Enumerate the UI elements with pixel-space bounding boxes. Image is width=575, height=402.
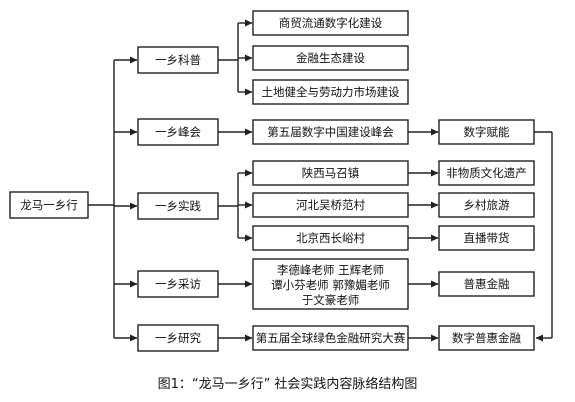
node-yj2: 数字普惠金融	[438, 325, 535, 351]
teacher-line-2: 谭小芬老师 郭豫媚老师	[271, 278, 390, 292]
node-label: 北京西长峪村	[296, 231, 365, 245]
branch-label: 一乡研究	[155, 331, 201, 345]
node-sj2o: 乡村旅游	[438, 192, 535, 218]
node-kp2: 金融生态建设	[252, 45, 409, 71]
branch-fh: 一乡峰会	[137, 118, 219, 146]
node-label: 普惠金融	[464, 277, 510, 291]
node-sj3o: 直播带货	[438, 225, 535, 251]
node-label: 数字普惠金融	[452, 331, 521, 345]
node-label: 第五届数字中国建设峰会	[267, 125, 394, 139]
teacher-line-3: 于文豪老师	[302, 293, 360, 307]
node-label: 土地健全与劳动力市场建设	[262, 85, 400, 99]
node-sj3: 北京西长峪村	[252, 225, 409, 251]
branch-cf: 一乡采访	[137, 270, 219, 298]
node-fh1: 第五届数字中国建设峰会	[252, 119, 409, 145]
branch-label: 一乡峰会	[155, 125, 201, 139]
node-cfo: 普惠金融	[438, 271, 535, 297]
branch-kp: 一乡科普	[137, 46, 219, 74]
node-label: 第五届全球绿色金融研究大赛	[256, 331, 406, 345]
node-label: 金融生态建设	[296, 51, 365, 65]
branch-sj: 一乡实践	[137, 192, 219, 220]
node-label: 数字赋能	[464, 125, 510, 139]
node-cf-teachers: 李德峰老师 王辉老师 谭小芬老师 郭豫媚老师 于文豪老师	[252, 258, 409, 310]
node-label: 河北吴桥范村	[296, 198, 365, 212]
node-yj1: 第五届全球绿色金融研究大赛	[252, 325, 409, 351]
node-label: 陕西马召镇	[302, 166, 360, 180]
node-fh2: 数字赋能	[438, 119, 535, 145]
node-sj2: 河北吴桥范村	[252, 192, 409, 218]
node-label: 直播带货	[464, 231, 510, 245]
node-label: 乡村旅游	[464, 198, 510, 212]
root-node: 龙马一乡行	[9, 191, 89, 219]
branch-label: 一乡科普	[155, 53, 201, 67]
node-kp1: 商贸流通数字化建设	[252, 10, 409, 36]
figure-caption: 图1：“龙马一乡行” 社会实践内容脉络结构图	[158, 376, 418, 392]
node-sj1o: 非物质文化遗产	[438, 160, 535, 186]
branch-yj: 一乡研究	[137, 324, 219, 352]
node-sj1: 陕西马召镇	[252, 160, 409, 186]
branch-label: 一乡实践	[155, 199, 201, 213]
connectors	[88, 19, 553, 342]
branch-label: 一乡采访	[155, 277, 201, 291]
root-label: 龙马一乡行	[20, 198, 78, 212]
node-label: 非物质文化遗产	[446, 166, 527, 180]
teacher-line-1: 李德峰老师 王辉老师	[277, 263, 384, 277]
node-kp3: 土地健全与劳动力市场建设	[252, 79, 409, 105]
node-label: 商贸流通数字化建设	[279, 16, 383, 30]
